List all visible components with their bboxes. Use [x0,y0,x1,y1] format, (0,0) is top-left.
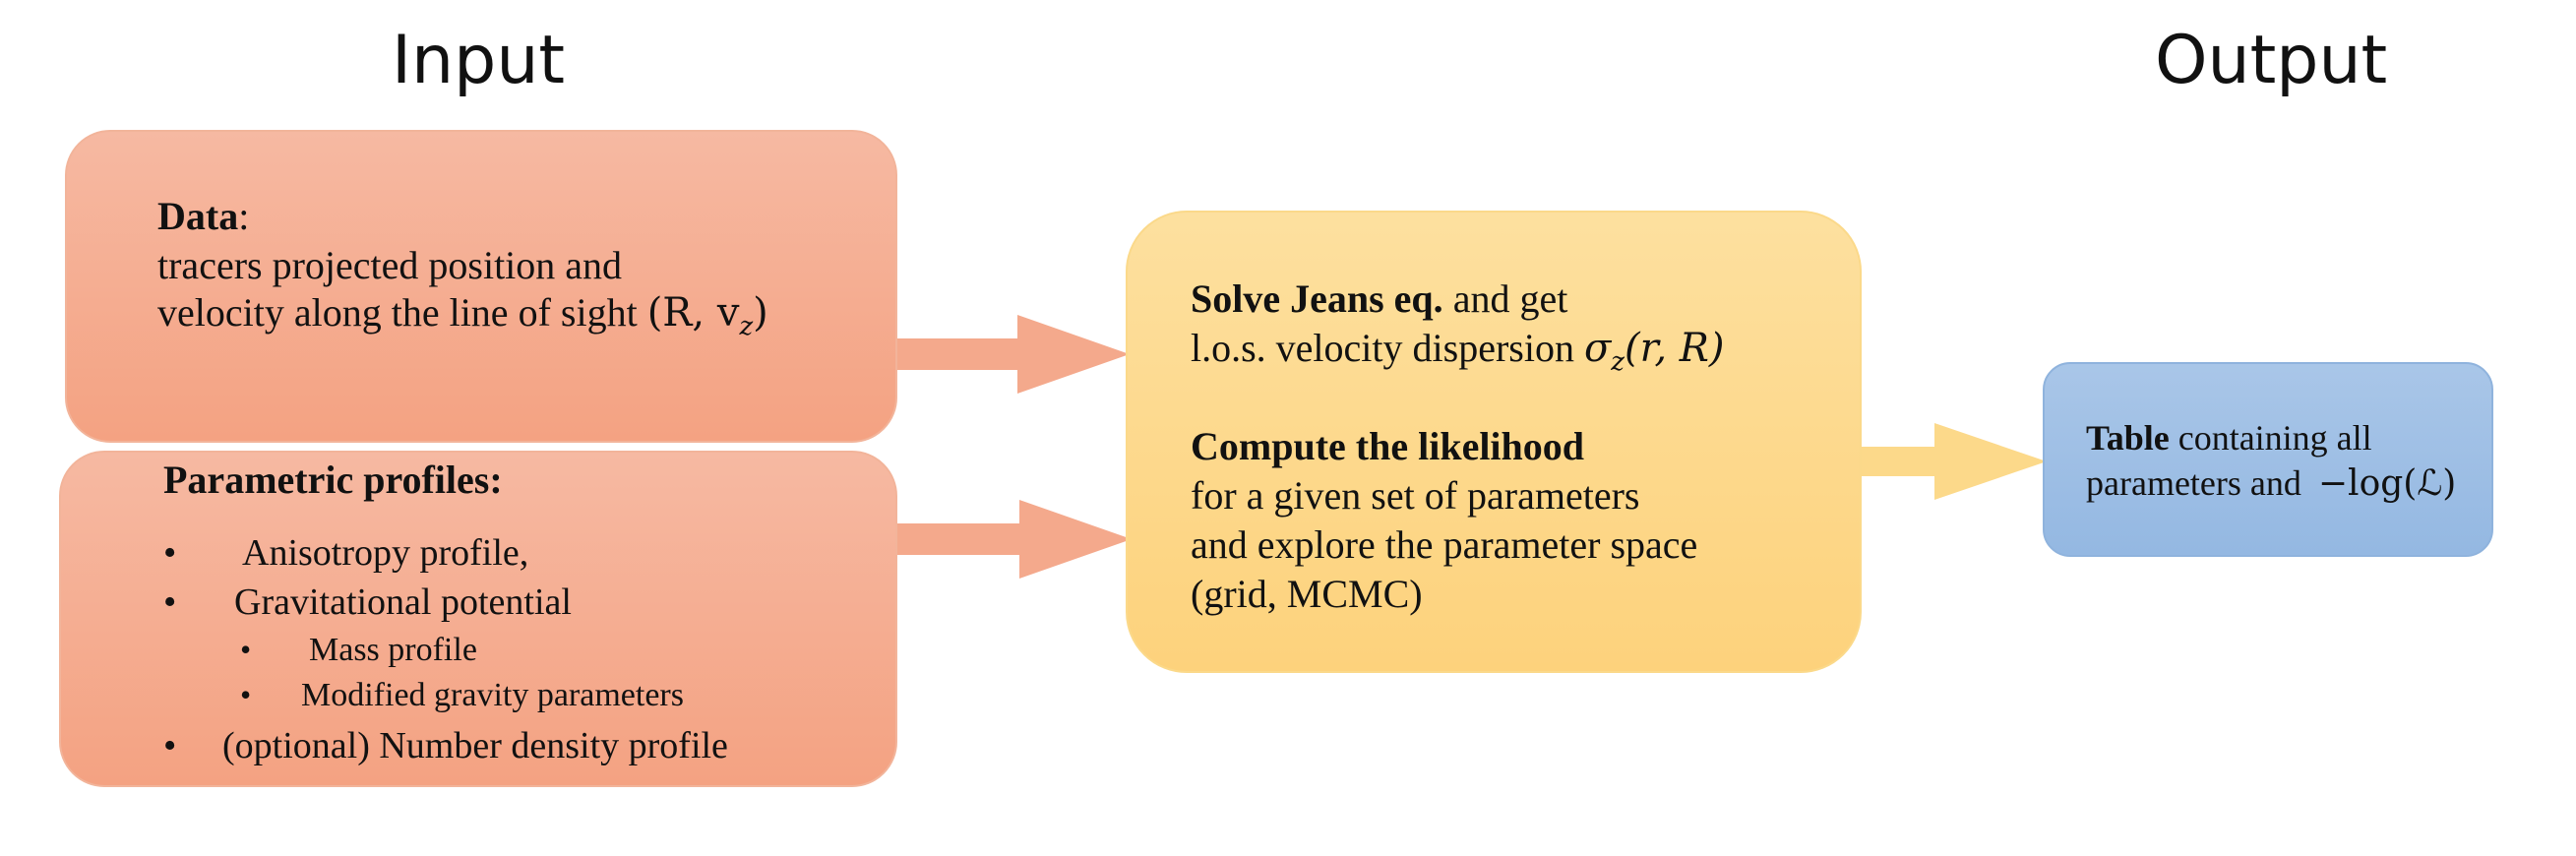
solve-jeans-bold: Solve Jeans eq. [1191,276,1443,321]
jeans-to-output-arrow [1860,423,2047,500]
solve-jeans-line: Solve Jeans eq. and get [1191,275,1567,322]
math-sigma-sub: z [1611,347,1625,377]
math-sigma: σ [1583,326,1612,371]
solve-jeans-rest: and get [1452,276,1568,321]
data-line-2: velocity along the line of sight (R, vz) [157,289,768,341]
math-args: (r, R) [1624,326,1725,371]
dispersion-text: l.o.s. velocity dispersion [1191,326,1574,370]
jeans-likelihood-box: Solve Jeans eq. and get l.o.s. velocity … [1126,211,1862,673]
table-line-2: parameters and −log(ℒ) [2086,462,2456,504]
math-sub-z: z [739,312,754,341]
profile-item-mass: Mass profile [309,632,477,668]
math-close-paren: ) [753,290,768,336]
table-bold: Table [2086,418,2170,458]
data-title-colon: : [238,194,250,238]
data-box: Data: tracers projected position and vel… [65,130,897,443]
data-line-1: tracers projected position and [157,243,623,287]
profile-item-density: (optional) Number density profile [222,725,728,766]
neg-log-likelihood: −log(ℒ) [2317,463,2457,504]
table-line-1: Table containing all [2086,417,2372,459]
table-line-2-text: parameters and [2086,463,2301,503]
data-title-line: Data: [157,193,249,239]
table-rest: containing all [2177,418,2372,458]
profile-item-gravity: Modified gravity parameters [301,677,684,713]
bullet-1: • [163,532,177,574]
profile-item-potential: Gravitational potential [234,581,572,623]
output-table-box: Table containing all parameters and −log… [2043,362,2493,557]
bullet-2: • [163,581,177,623]
profiles-box: Parametric profiles: • Anisotropy profil… [59,451,897,787]
dispersion-math: σz(r, R) [1583,326,1725,377]
math-r-v: (R, v [646,290,740,336]
sub-bullet-2: • [240,677,252,712]
data-coordinates-math: (R, vz) [646,290,768,341]
dispersion-line: l.o.s. velocity dispersion σz(r, R) [1191,325,1724,377]
data-to-jeans-arrow [895,315,1130,394]
data-title: Data [157,194,239,238]
bullet-3: • [163,725,177,766]
likelihood-line-2: and explore the parameter space [1191,522,1698,567]
output-heading: Output [2155,22,2388,99]
profiles-to-jeans-arrow [897,500,1132,579]
profiles-title: Parametric profiles: [163,458,503,502]
likelihood-line-3: (grid, MCMC) [1191,572,1423,616]
sub-bullet-1: • [240,632,252,667]
data-line-2-text: velocity along the line of sight [157,290,638,335]
input-heading: Input [392,22,566,99]
profile-item-anisotropy: Anisotropy profile, [242,532,529,574]
likelihood-title: Compute the likelihood [1191,424,1585,468]
likelihood-line-1: for a given set of parameters [1191,473,1640,518]
